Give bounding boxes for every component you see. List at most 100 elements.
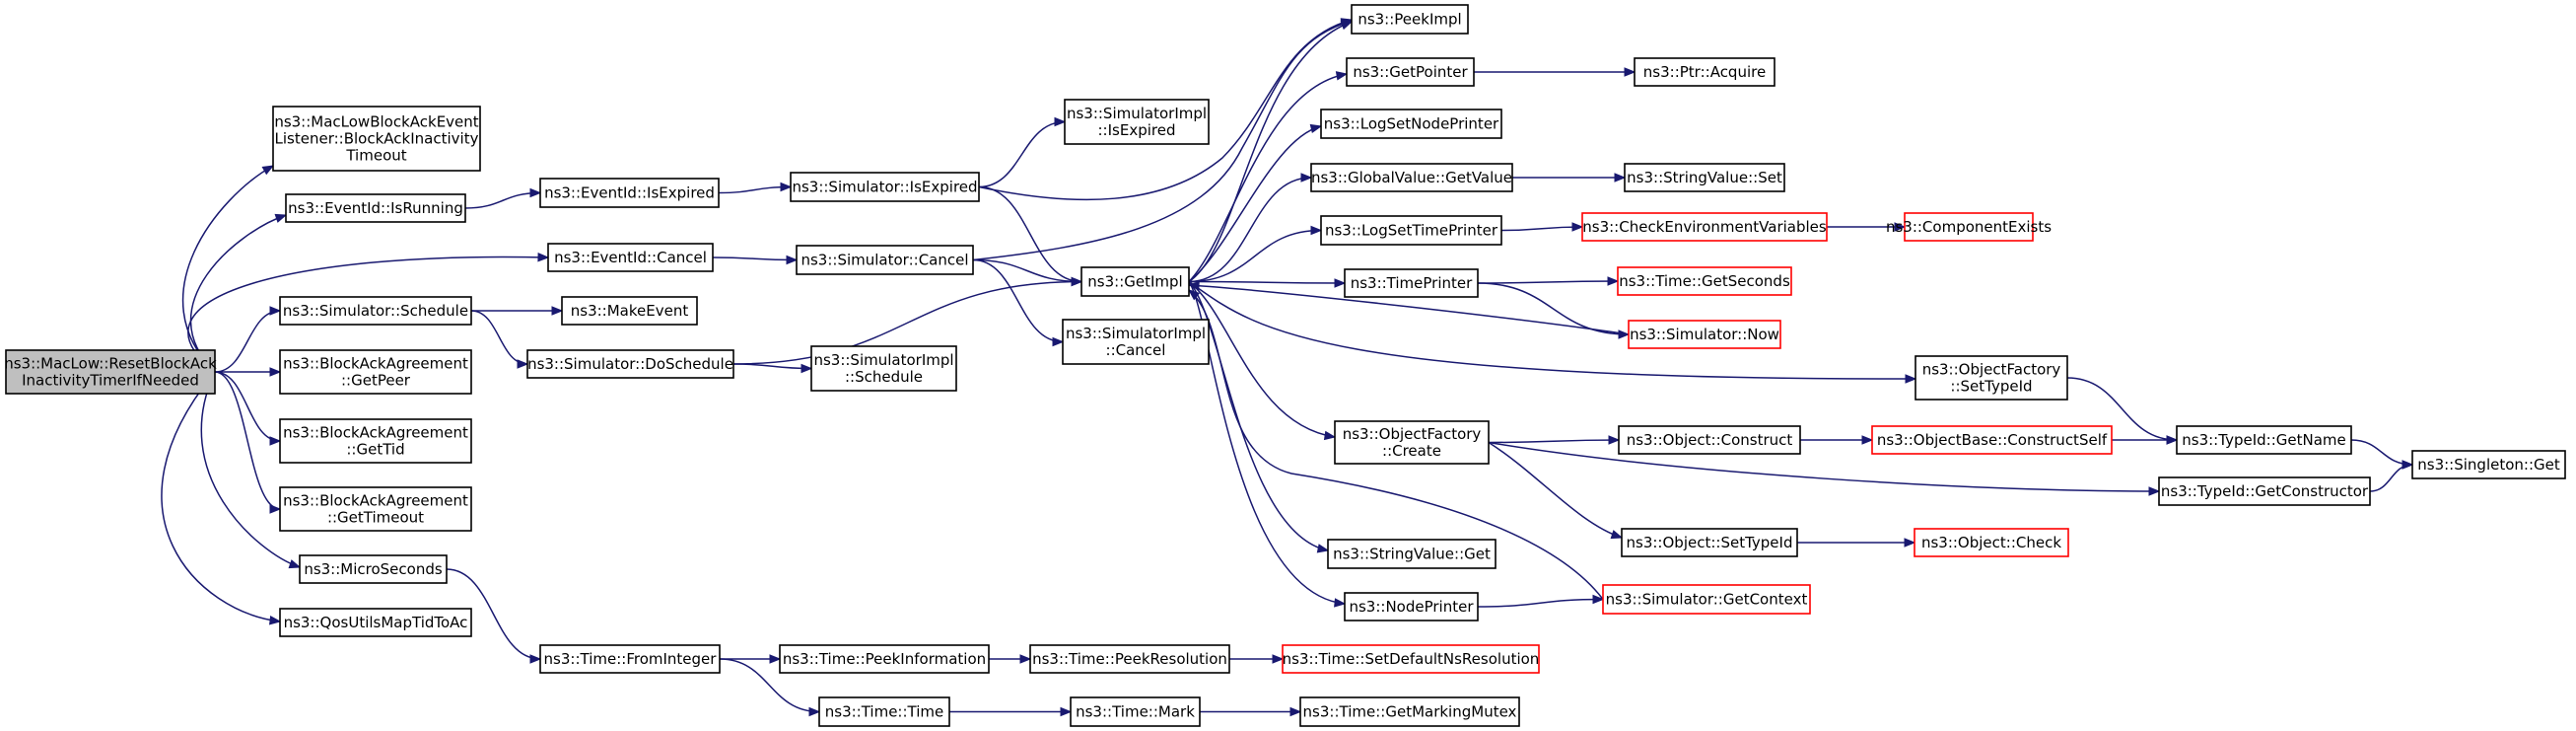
node-gettid[interactable]: ns3::BlockAckAgreement::GetTid (279, 418, 472, 464)
edge-arrowhead (1340, 21, 1354, 31)
node-getimpl[interactable]: ns3::GetImpl (1080, 266, 1190, 297)
node-checkenv[interactable]: ns3::CheckEnvironmentVariables (1581, 212, 1828, 242)
node-label: ns3::StringValue::Get (1333, 546, 1491, 563)
node-constructself[interactable]: ns3::ObjectBase::ConstructSelf (1871, 425, 2113, 455)
node-isrunning[interactable]: ns3::EventId::IsRunning (285, 193, 466, 223)
node-ofcreate[interactable]: ns3::ObjectFactory::Create (1334, 420, 1490, 465)
call-edges (161, 18, 2414, 717)
node-bainact[interactable]: ns3::MacLowBlockAckEventListener::BlockA… (272, 106, 481, 172)
edge-root-to-qosmap (161, 371, 282, 625)
node-simgetcontext[interactable]: ns3::Simulator::GetContext (1602, 584, 1811, 615)
edge-arrowhead (269, 616, 282, 625)
edge-line (1488, 441, 2160, 492)
node-fromint[interactable]: ns3::Time::FromInteger (539, 644, 721, 674)
edge-simisexpired-to-getimpl (978, 185, 1083, 287)
node-getconstructor[interactable]: ns3::TypeId::GetConstructor (2158, 476, 2371, 506)
node-simnow[interactable]: ns3::Simulator::Now (1628, 320, 1781, 349)
node-ptracquire[interactable]: ns3::Ptr::Acquire (1634, 57, 1775, 87)
node-objconstruct[interactable]: ns3::Object::Construct (1618, 425, 1801, 455)
node-getseconds[interactable]: ns3::Time::GetSeconds (1617, 266, 1792, 296)
node-implschedule[interactable]: ns3::SimulatorImpl::Schedule (810, 345, 957, 392)
node-label: ns3::Time::FromInteger (544, 650, 718, 668)
edge-getimpl-to-getpointer (1188, 71, 1349, 283)
edge-line (978, 120, 1066, 188)
node-simschedule[interactable]: ns3::Simulator::Schedule (279, 296, 472, 326)
edge-timeprinter-to-getseconds (1477, 276, 1620, 286)
edge-line (214, 371, 281, 442)
node-svset[interactable]: ns3::StringValue::Set (1624, 163, 1785, 192)
edge-timetime-to-timemark (948, 706, 1073, 717)
node-doschedule[interactable]: ns3::Simulator::DoSchedule (526, 349, 734, 379)
edge-timeprinter-to-simnow (1477, 282, 1631, 339)
edge-arrowhead (551, 306, 564, 316)
node-label: InactivityTimerIfNeeded (22, 372, 199, 390)
node-evisexpired[interactable]: ns3::EventId::IsExpired (539, 178, 720, 208)
node-singletonget[interactable]: ns3::Singleton::Get (2411, 450, 2566, 479)
node-objsettypeid[interactable]: ns3::Object::SetTypeId (1621, 528, 1798, 557)
function-nodes: ns3::MacLow::ResetBlockAckInactivityTime… (4, 4, 2566, 727)
node-getpeer[interactable]: ns3::BlockAckAgreement::GetPeer (279, 349, 472, 395)
node-setdefres[interactable]: ns3::Time::SetDefaultNsResolution (1282, 644, 1540, 674)
node-label: ns3::MacLowBlockAckEvent (274, 113, 478, 131)
edge-line (1188, 281, 1346, 605)
edge-getimpl-to-nodeprinter (1188, 281, 1347, 608)
node-label: ns3::Time::Mark (1076, 703, 1195, 721)
node-label: ns3::QosUtilsMapTidToAc (284, 614, 468, 631)
node-getpointer[interactable]: ns3::GetPointer (1346, 57, 1475, 87)
node-label: ns3::Simulator::Now (1630, 326, 1779, 343)
edge-arrowhead (1187, 289, 1201, 301)
node-timetime[interactable]: ns3::Time::Time (818, 696, 950, 727)
node-label: ns3::ComponentExists (1886, 218, 2052, 236)
node-compexists[interactable]: ns3::ComponentExists (1886, 212, 2052, 242)
node-label: Listener::BlockAckInactivity (275, 130, 479, 148)
node-microseconds[interactable]: ns3::MicroSeconds (299, 554, 448, 584)
node-timeprinter[interactable]: ns3::TimePrinter (1344, 268, 1479, 298)
edge-arrowhead (1272, 654, 1285, 664)
node-box (1070, 696, 1201, 727)
edge-line (1477, 280, 1619, 284)
node-qosmap[interactable]: ns3::QosUtilsMapTidToAc (279, 608, 472, 637)
node-objcheck[interactable]: ns3::Object::Check (1914, 528, 2069, 557)
node-simisexpired[interactable]: ns3::Simulator::IsExpired (790, 172, 980, 202)
edge-arrowhead (1335, 71, 1349, 81)
node-box (279, 418, 472, 464)
edge-line (200, 371, 301, 568)
node-evcancel[interactable]: ns3::EventId::Cancel (547, 243, 714, 272)
node-peekinfo[interactable]: ns3::Time::PeekInformation (779, 644, 990, 674)
edge-arrowhead (1052, 336, 1065, 347)
node-label: ns3::TimePrinter (1351, 274, 1473, 292)
edge-arrowhead (261, 165, 275, 176)
edge-simgetcontext-to-getimpl (1187, 289, 1604, 600)
node-box (1344, 268, 1479, 298)
node-simcancel[interactable]: ns3::Simulator::Cancel (796, 245, 974, 275)
node-label: ::GetTid (346, 441, 404, 459)
node-implisexpired[interactable]: ns3::SimulatorImpl::IsExpired (1064, 99, 1210, 145)
node-svget[interactable]: ns3::StringValue::Get (1327, 539, 1497, 569)
node-gvgetvalue[interactable]: ns3::GlobalValue::GetValue (1310, 163, 1513, 192)
node-implcancel[interactable]: ns3::SimulatorImpl::Cancel (1062, 319, 1210, 365)
node-box (1914, 528, 2069, 557)
node-label: ns3::Time::GetMarkingMutex (1303, 703, 1517, 721)
node-typeidgetname[interactable]: ns3::TypeId::GetName (2176, 425, 2352, 455)
edge-simisexpired-to-implisexpired (978, 116, 1067, 188)
edge-root-to-getpeer (215, 367, 282, 377)
edge-line (1500, 226, 1583, 232)
edge-arrowhead (2148, 486, 2161, 496)
node-label: ::GetPeer (341, 372, 411, 390)
node-timemark[interactable]: ns3::Time::Mark (1070, 696, 1201, 727)
node-logsetnode[interactable]: ns3::LogSetNodePrinter (1320, 109, 1502, 139)
node-gettimeout[interactable]: ns3::BlockAckAgreement::GetTimeout (279, 486, 472, 532)
edge-arrowhead (1624, 67, 1636, 77)
node-label: ::SetTypeId (1950, 378, 2032, 396)
node-getmarkmutex[interactable]: ns3::Time::GetMarkingMutex (1299, 696, 1520, 727)
node-ofsettypeid[interactable]: ns3::ObjectFactory::SetTypeId (1915, 355, 2068, 401)
node-peekres[interactable]: ns3::Time::PeekResolution (1029, 644, 1230, 674)
edge-checkenv-to-compexists (1826, 222, 1907, 232)
node-box (279, 296, 472, 326)
node-makeevent[interactable]: ns3::MakeEvent (561, 296, 698, 326)
edge-ofcreate-to-getconstructor (1488, 441, 2161, 496)
node-logsettime[interactable]: ns3::LogSetTimePrinter (1320, 215, 1502, 246)
node-nodeprinter[interactable]: ns3::NodePrinter (1344, 592, 1479, 621)
node-box (1062, 319, 1210, 365)
node-peekimpl[interactable]: ns3::PeekImpl (1351, 4, 1469, 35)
